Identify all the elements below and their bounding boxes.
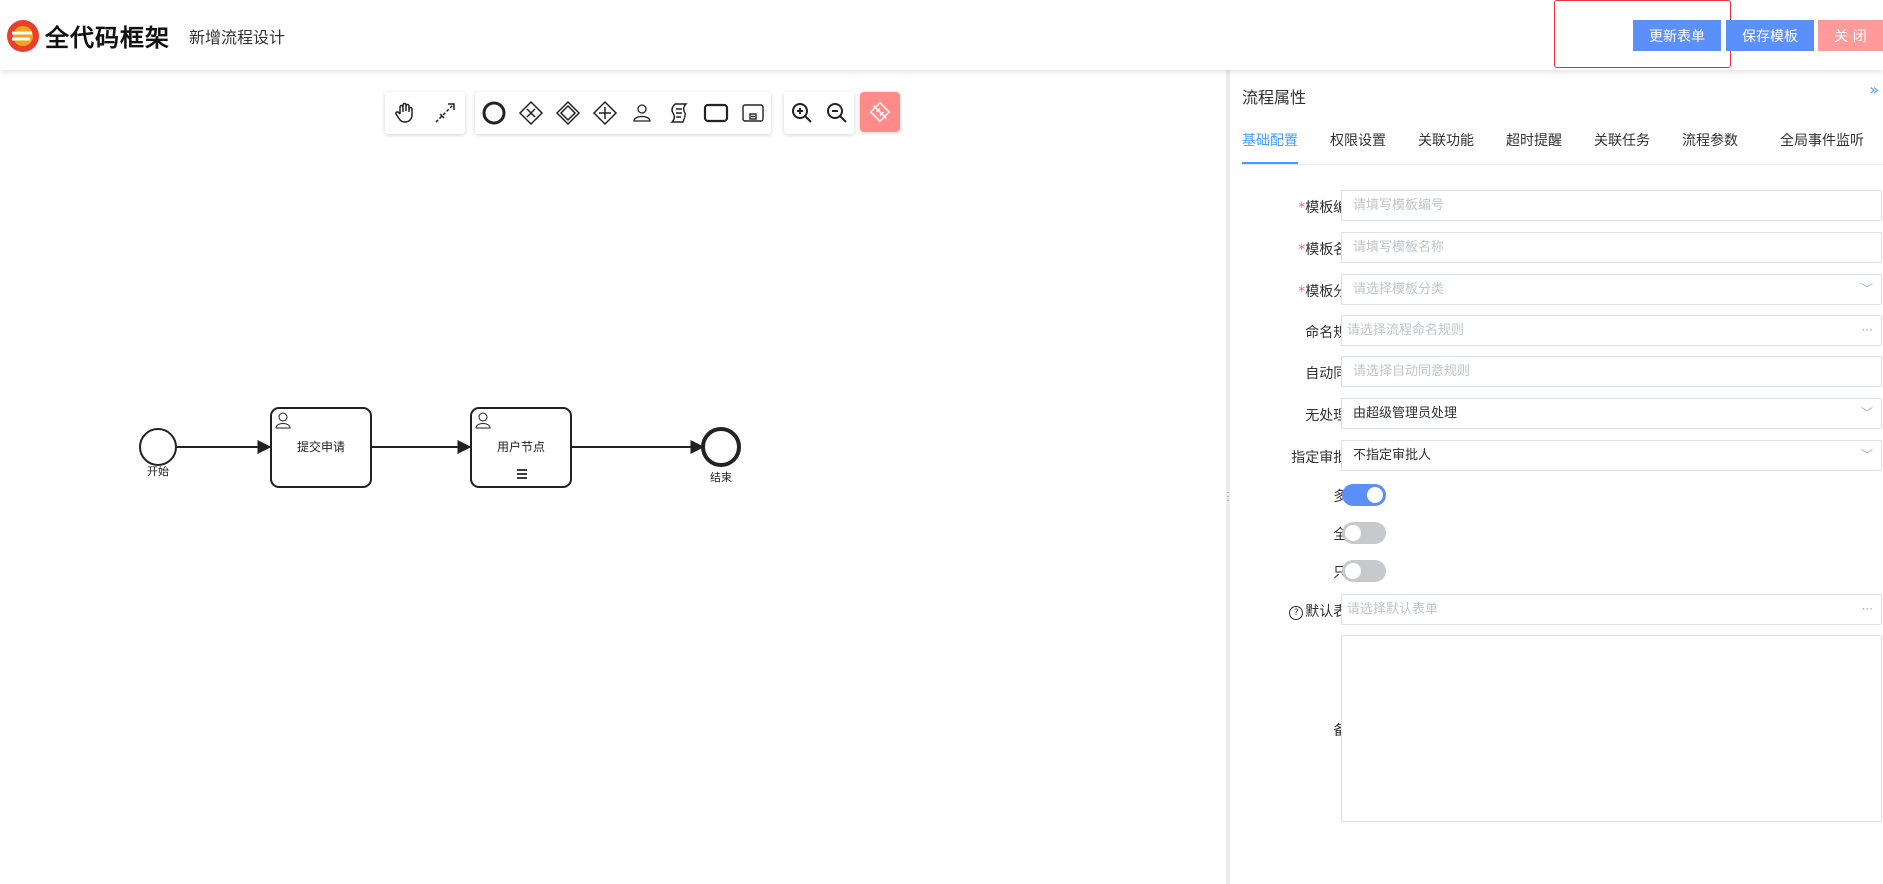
template-name-input[interactable]: 请填写模板名称 xyxy=(1341,232,1882,263)
start-event-label: 开始 xyxy=(147,464,169,478)
collapse-icon[interactable]: » xyxy=(1869,80,1879,99)
start-event[interactable] xyxy=(139,428,177,466)
switch-knob xyxy=(1345,563,1361,579)
user-task-icon xyxy=(475,412,491,429)
ellipsis-icon[interactable]: ··· xyxy=(1861,602,1873,616)
logo: 全代码框架 xyxy=(6,18,170,53)
no-handler-select[interactable]: 由超级管理员处理﹀ xyxy=(1341,398,1882,429)
tab-process-params[interactable]: 流程参数 xyxy=(1682,133,1738,149)
task-icon[interactable] xyxy=(702,99,730,127)
chevron-down-icon: ﹀ xyxy=(1860,448,1873,462)
global-connect-icon[interactable] xyxy=(431,99,459,127)
tab-permissions[interactable]: 权限设置 xyxy=(1330,133,1386,149)
tab-basic-config[interactable]: 基础配置 xyxy=(1242,126,1298,164)
read-only-switch[interactable] xyxy=(1342,560,1386,582)
panel-tabs: 基础配置 权限设置 关联功能 超时提醒 关联任务 流程参数 全局事件监听 xyxy=(1242,126,1883,165)
default-form-input[interactable]: 请选择默认表单··· xyxy=(1341,594,1882,625)
subprocess-icon[interactable] xyxy=(739,99,767,127)
user-task-icon[interactable] xyxy=(628,99,656,127)
hand-tool-icon[interactable] xyxy=(391,99,419,127)
tab-global-event-listener[interactable]: 全局事件监听 xyxy=(1780,133,1864,149)
auto-agree-input[interactable]: 请选择自动同意规则 xyxy=(1341,356,1882,387)
select-all-switch[interactable] xyxy=(1342,522,1386,544)
user-task-icon xyxy=(275,412,291,429)
chevron-down-icon: ﹀ xyxy=(1860,406,1873,420)
panel-splitter[interactable] xyxy=(1226,70,1230,884)
page-title: 新增流程设计 xyxy=(189,28,286,47)
end-event-label: 结束 xyxy=(710,471,732,484)
naming-rule-input[interactable]: 请选择流程命名规则··· xyxy=(1341,315,1882,346)
tab-timeout-reminder[interactable]: 超时提醒 xyxy=(1506,133,1562,149)
tab-related-tasks[interactable]: 关联任务 xyxy=(1594,133,1650,149)
multi-instance-icon xyxy=(517,469,527,479)
save-template-button[interactable]: 保存模板 xyxy=(1726,20,1814,51)
properties-panel: 流程属性 » 基础配置 权限设置 关联功能 超时提醒 关联任务 流程参数 全局事… xyxy=(1230,70,1883,884)
end-event[interactable] xyxy=(701,427,741,467)
bpmn-diagram: 开始 提交申请 用户节点 结束 xyxy=(139,407,741,488)
app-header: 全代码框架 新增流程设计 更新表单 保存模板 关 闭 xyxy=(0,0,1883,70)
diagram-canvas[interactable] xyxy=(0,70,1226,884)
logo-icon xyxy=(7,19,39,52)
logo-text: 全代码框架 xyxy=(45,24,170,52)
task-submit[interactable]: 提交申请 xyxy=(270,407,372,488)
panel-title: 流程属性 xyxy=(1242,88,1307,107)
task-submit-label: 提交申请 xyxy=(297,439,345,454)
script-task-icon[interactable] xyxy=(665,99,693,127)
ellipsis-icon[interactable]: ··· xyxy=(1861,323,1873,337)
toolbar-group-elements xyxy=(475,92,771,134)
toolbar-group-zoom xyxy=(784,92,854,134)
switch-knob xyxy=(1367,487,1383,503)
switch-knob xyxy=(1345,525,1361,541)
help-icon[interactable]: ? xyxy=(1289,606,1304,620)
template-code-input[interactable]: 请填写模板编号 xyxy=(1341,190,1882,221)
multi-select-switch[interactable] xyxy=(1342,484,1386,506)
form: *模板编号: 请填写模板编号 *模板名称: 请填写模板名称 *模板分类: 请选择… xyxy=(1230,70,1883,884)
start-event-icon[interactable] xyxy=(480,99,508,127)
task-user-node[interactable]: 用户节点 xyxy=(470,407,572,488)
template-category-select[interactable]: 请选择模板分类﹀ xyxy=(1341,274,1882,305)
approver-select[interactable]: 不指定审批人﹀ xyxy=(1341,440,1882,471)
toolbar-group-tools xyxy=(385,92,465,134)
inclusive-gateway-icon[interactable] xyxy=(554,99,582,127)
chevron-down-icon: ﹀ xyxy=(1860,282,1873,296)
splitter-handle-icon[interactable]: ··· xyxy=(1226,488,1230,507)
remark-textarea[interactable] xyxy=(1341,635,1882,822)
zoom-out-icon[interactable] xyxy=(823,99,851,127)
tab-related-functions[interactable]: 关联功能 xyxy=(1418,133,1474,149)
parallel-gateway-icon[interactable] xyxy=(591,99,619,127)
close-button[interactable]: 关 闭 xyxy=(1818,20,1883,51)
update-form-button[interactable]: 更新表单 xyxy=(1633,20,1721,51)
task-user-node-label: 用户节点 xyxy=(497,439,545,454)
exclusive-gateway-icon[interactable] xyxy=(517,99,545,127)
clear-icon[interactable] xyxy=(860,92,900,132)
zoom-in-icon[interactable] xyxy=(788,99,816,127)
